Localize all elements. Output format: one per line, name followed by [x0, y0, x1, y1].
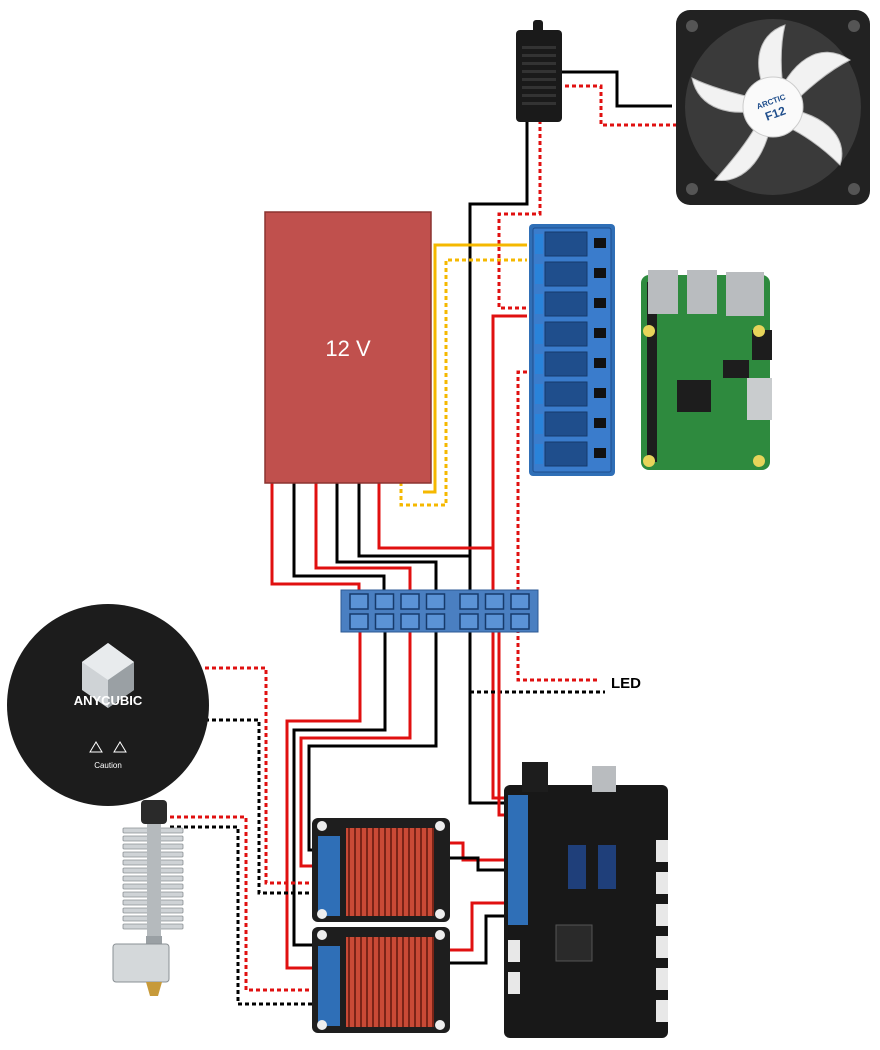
wire-mos-board-2 [446, 856, 512, 872]
wire-relay-red-dotted [516, 370, 600, 682]
mosfet-module-1 [312, 818, 450, 922]
terminal-slot [400, 593, 420, 610]
terminal-slot [374, 613, 395, 630]
wire-mos-red-2 [299, 630, 412, 868]
wire-signal-solid [423, 243, 527, 494]
temperature-sensor [516, 20, 562, 122]
relay-module [529, 224, 615, 476]
wire-psu-2 [292, 483, 386, 600]
power-supply: 12 V [264, 211, 432, 484]
raspberry-pi [641, 270, 772, 470]
relay-channel [535, 321, 606, 347]
wire-sensor-positive [497, 120, 542, 310]
relay-channel [535, 411, 606, 437]
terminal-slot [349, 593, 369, 610]
terminal-slot [349, 613, 369, 630]
wire-hotend-positive [170, 815, 318, 992]
fan-model-text: F12 [763, 103, 788, 123]
terminal-slot [400, 613, 420, 630]
wire-mos-board-4 [446, 914, 512, 965]
terminal-slot [459, 593, 479, 610]
terminal-slot [510, 613, 530, 630]
wire-board-black [468, 630, 512, 805]
heated-bed-brand: ANYCUBIC [74, 693, 143, 708]
wire-fan-ground [560, 70, 672, 108]
terminal-slot [484, 593, 505, 610]
power-supply-label: 12 V [325, 336, 371, 361]
heated-bed-caution: Caution [94, 761, 122, 770]
wire-psu-3 [314, 483, 412, 600]
hotend [112, 800, 184, 996]
wire-mos-red-1 [285, 630, 362, 970]
controller-board [504, 762, 668, 1038]
wire-mos-black-1 [292, 630, 387, 947]
wire-mos-board-1 [446, 841, 512, 862]
relay-channel [535, 441, 606, 467]
wire-hotend-ground [170, 825, 318, 1006]
terminal-block [340, 589, 539, 633]
wire-fan-positive [565, 84, 676, 127]
mosfet-module-2 [312, 927, 450, 1033]
wire-bed-ground [205, 718, 318, 895]
wire-psu-4 [335, 483, 438, 600]
terminal-slot [425, 593, 446, 610]
terminal-slot [459, 613, 479, 630]
relay-channel [535, 231, 606, 257]
wire-bed-positive [205, 666, 318, 885]
wire-sensor-ground [468, 120, 529, 600]
relay-channel [535, 291, 606, 317]
terminal-slot [425, 613, 446, 630]
wire-mos-black-2 [307, 630, 438, 852]
heated-bed: ANYCUBIC Caution [7, 604, 209, 806]
wire-psu-5 [357, 483, 470, 558]
terminal-slot [374, 593, 395, 610]
relay-channel [535, 261, 606, 287]
wire-psu-6 [377, 483, 493, 550]
wire-mos-board-3 [446, 901, 512, 952]
led-label: LED [611, 675, 641, 692]
fan: ARCTIC F12 [676, 10, 870, 205]
terminal-slot [484, 613, 505, 630]
wire-signal-dotted [399, 258, 527, 507]
terminal-slot [510, 593, 530, 610]
relay-channel [535, 381, 606, 407]
relay-channel [535, 351, 606, 377]
